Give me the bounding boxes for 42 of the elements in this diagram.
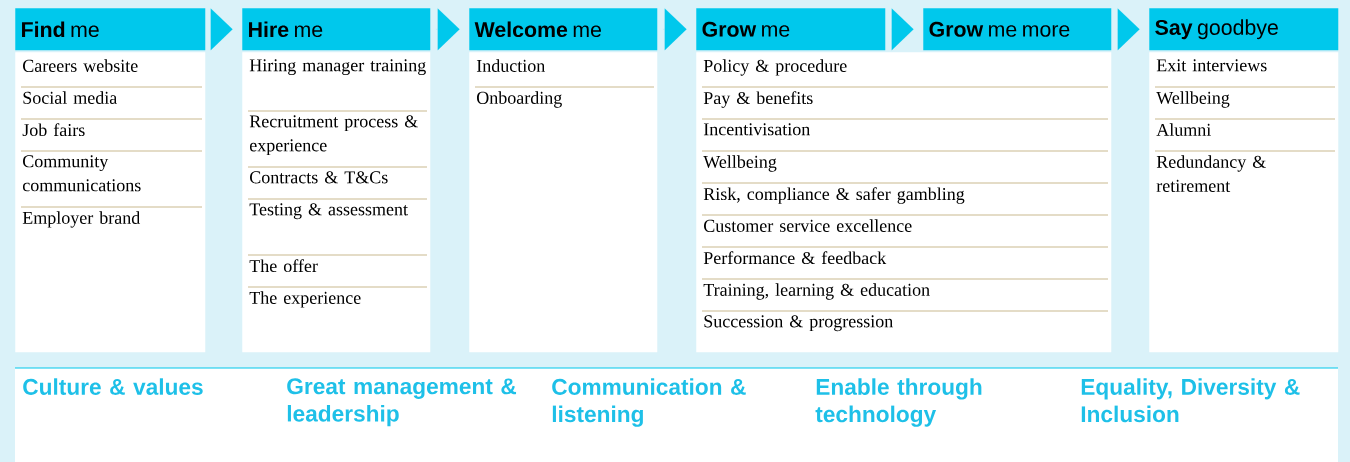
list-item: The experience	[249, 291, 361, 308]
value-heading: Great management & leadership	[287, 378, 517, 427]
chevron-arrow	[210, 8, 233, 51]
list-item: Onboarding	[477, 91, 562, 108]
list-item: Policy & procedure	[703, 59, 847, 76]
list-item: Succession & progression	[704, 315, 893, 332]
stage-header: Grow me more	[923, 8, 1112, 51]
list-item: Employer brand	[22, 211, 141, 228]
list-item: The offer	[249, 259, 318, 273]
list-item: Incentivisation	[703, 123, 810, 136]
chevron-arrow	[890, 8, 914, 51]
list-item: Pay & benefits	[703, 91, 813, 108]
list-item: Social media	[23, 91, 117, 104]
list-item: Wellbeing	[703, 155, 777, 172]
stage-header: Find me	[15, 8, 206, 51]
stage-header: Say goodbye	[1149, 8, 1339, 51]
list-item: Exit interviews	[1156, 59, 1267, 72]
list-item: Wellbeing	[1156, 91, 1230, 108]
stage-header: Welcome me	[469, 8, 658, 51]
list-item: Risk, compliance & safer gambling	[703, 187, 965, 204]
list-item: Induction	[476, 59, 545, 72]
list-item: Performance & feedback	[703, 251, 887, 265]
chevron-arrow	[662, 8, 687, 51]
stage-header: Hire me	[242, 8, 431, 51]
list-item: Recruitment process & experience	[249, 115, 418, 156]
list-item: Community communications	[22, 155, 141, 192]
chevron-arrow	[435, 8, 460, 51]
value-heading: Equality, Diversity & Inclusion	[1081, 378, 1300, 423]
list-item: Careers website	[23, 59, 138, 72]
stage-header: Grow me	[696, 8, 886, 51]
chevron-arrow	[1116, 8, 1140, 51]
list-item: Customer service excellence	[704, 219, 912, 232]
list-item: Job fairs	[22, 123, 85, 137]
value-heading: Culture & values	[23, 378, 203, 395]
value-heading: Enable through technology	[815, 378, 982, 427]
list-item: Contracts & T&Cs	[250, 171, 388, 184]
list-item: Testing & assessment	[249, 203, 408, 220]
value-heading: Communication & listening	[552, 378, 746, 427]
list-item: Hiring manager training	[249, 59, 426, 76]
list-item: Training, learning & education	[703, 283, 930, 300]
list-item: Alumni	[1156, 123, 1211, 136]
list-item: Redundancy & retirement	[1156, 155, 1266, 192]
